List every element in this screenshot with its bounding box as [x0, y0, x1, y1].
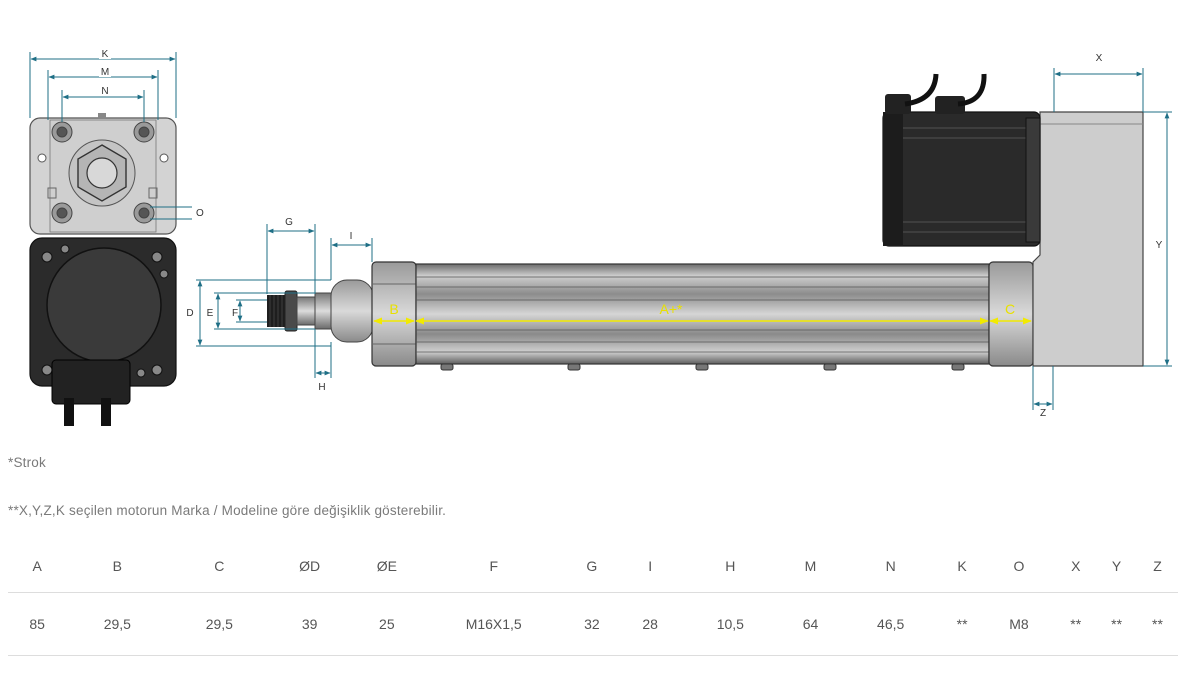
- dim-label-a: A+*: [660, 301, 684, 317]
- actuator-tube: [415, 263, 990, 365]
- side-view: G I D E F H X Y Z B A+* C: [186, 53, 1172, 419]
- header-cell: F: [424, 540, 563, 593]
- header-cell: C: [168, 540, 271, 593]
- dim-label-c: C: [1005, 301, 1015, 317]
- end-slot-right: [148, 187, 158, 199]
- table-cell: 85: [8, 592, 67, 656]
- table-cell: **: [941, 592, 983, 656]
- table-cell: 64: [781, 592, 840, 656]
- table-cell: 28: [621, 592, 680, 656]
- motor-cable-1: [904, 73, 939, 107]
- dimensions-table: A B C ØD ØE F G I H M N K O X Y Z 85 29,…: [8, 540, 1178, 656]
- end-cable-right: [101, 398, 111, 426]
- dim-label-b: B: [389, 301, 398, 317]
- header-cell: O: [982, 540, 1056, 593]
- table-cell: 29,5: [168, 592, 271, 656]
- table-cell: 25: [348, 592, 425, 656]
- servo-motor: [882, 111, 1041, 247]
- header-cell: Y: [1096, 540, 1137, 593]
- bottom-slot-nuts: [440, 363, 965, 371]
- dim-label-d: D: [186, 308, 193, 319]
- motor-connector-2: [935, 96, 965, 114]
- dim-label-y: Y: [1156, 240, 1163, 251]
- table-cell: 39: [270, 592, 349, 656]
- table-cell: 10,5: [679, 592, 782, 656]
- dim-label-n: N: [101, 86, 108, 97]
- dim-label-e: E: [207, 308, 214, 319]
- header-cell: G: [562, 540, 622, 593]
- end-top-pin: [98, 113, 106, 119]
- rod-front-bushing: [330, 279, 374, 343]
- dim-label-x: X: [1096, 53, 1103, 64]
- motor-fins: [903, 127, 1040, 233]
- header-cell: ØD: [270, 540, 349, 593]
- dim-label-m: M: [101, 67, 109, 78]
- tube-grooves: [416, 276, 989, 353]
- table-cell: **: [1096, 592, 1137, 656]
- side-view-dimensions: [196, 68, 1172, 410]
- belt-housing: [1032, 111, 1144, 367]
- table-cell: 29,5: [66, 592, 169, 656]
- end-motor-screws: [41, 244, 169, 378]
- table-cell: **: [1055, 592, 1097, 656]
- dim-label-z: Z: [1040, 408, 1046, 419]
- header-cell: X: [1055, 540, 1097, 593]
- header-cell: H: [679, 540, 782, 593]
- end-hole-right: [159, 153, 169, 163]
- header-cell: N: [839, 540, 942, 593]
- rod-nut: [284, 290, 298, 332]
- dim-label-o: O: [196, 208, 204, 219]
- table-cell: 46,5: [839, 592, 942, 656]
- rod-collar: [296, 296, 316, 326]
- end-motor-disc: [46, 247, 162, 363]
- end-rod-center: [86, 157, 118, 189]
- end-view: K M N O: [29, 49, 204, 426]
- end-connector-box: [51, 359, 131, 405]
- table-cell: M8: [982, 592, 1056, 656]
- dim-label-g: G: [285, 217, 293, 228]
- motor-flange: [1025, 117, 1041, 243]
- end-slot-left: [47, 187, 57, 199]
- technical-drawing: K M N O: [29, 49, 1172, 426]
- table-cell: **: [1137, 592, 1178, 656]
- header-cell: K: [941, 540, 983, 593]
- end-cable-left: [64, 398, 74, 426]
- header-cell: B: [66, 540, 169, 593]
- header-cell: Z: [1137, 540, 1178, 593]
- table-cell: 32: [562, 592, 622, 656]
- table-cell: M16X1,5: [424, 592, 563, 656]
- motor-cable-2: [957, 73, 987, 107]
- header-cell: A: [8, 540, 67, 593]
- table-row: 85 29,5 29,5 39 25 M16X1,5 32 28 10,5 64…: [8, 592, 1178, 656]
- header-cell: ØE: [348, 540, 425, 593]
- end-hole-left: [37, 153, 47, 163]
- dim-label-i: I: [350, 231, 353, 242]
- rod-thread-lines: [269, 295, 283, 327]
- dim-label-f: F: [232, 308, 238, 319]
- motor-connector-1: [885, 94, 911, 114]
- dim-label-h: H: [318, 382, 325, 393]
- dim-label-k: K: [102, 49, 109, 60]
- header-cell: I: [621, 540, 680, 593]
- stroke-note: *Strok: [8, 455, 46, 470]
- header-cell: M: [781, 540, 840, 593]
- motor-variation-note: **X,Y,Z,K seçilen motorun Marka / Modeli…: [8, 503, 447, 518]
- table-header-row: A B C ØD ØE F G I H M N K O X Y Z: [8, 540, 1178, 593]
